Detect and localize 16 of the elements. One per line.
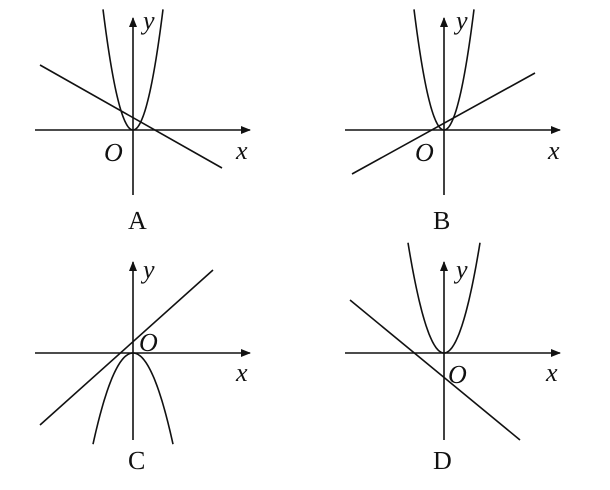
axis-label: x	[236, 360, 248, 386]
origin-label: O	[104, 140, 123, 166]
axis-label: y	[143, 8, 155, 34]
axis-label: x	[546, 360, 558, 386]
origin-label: O	[448, 362, 467, 388]
axis-label: x	[236, 138, 248, 164]
panel-label: A	[128, 208, 147, 234]
axis-label: y	[143, 257, 155, 283]
panel-label: D	[433, 448, 452, 474]
axis-label: y	[456, 257, 468, 283]
axis-label: x	[548, 138, 560, 164]
panel-label: C	[128, 448, 146, 474]
origin-label: O	[139, 330, 158, 356]
origin-label: O	[415, 140, 434, 166]
panel-label: B	[433, 208, 450, 234]
axis-label: y	[456, 8, 468, 34]
